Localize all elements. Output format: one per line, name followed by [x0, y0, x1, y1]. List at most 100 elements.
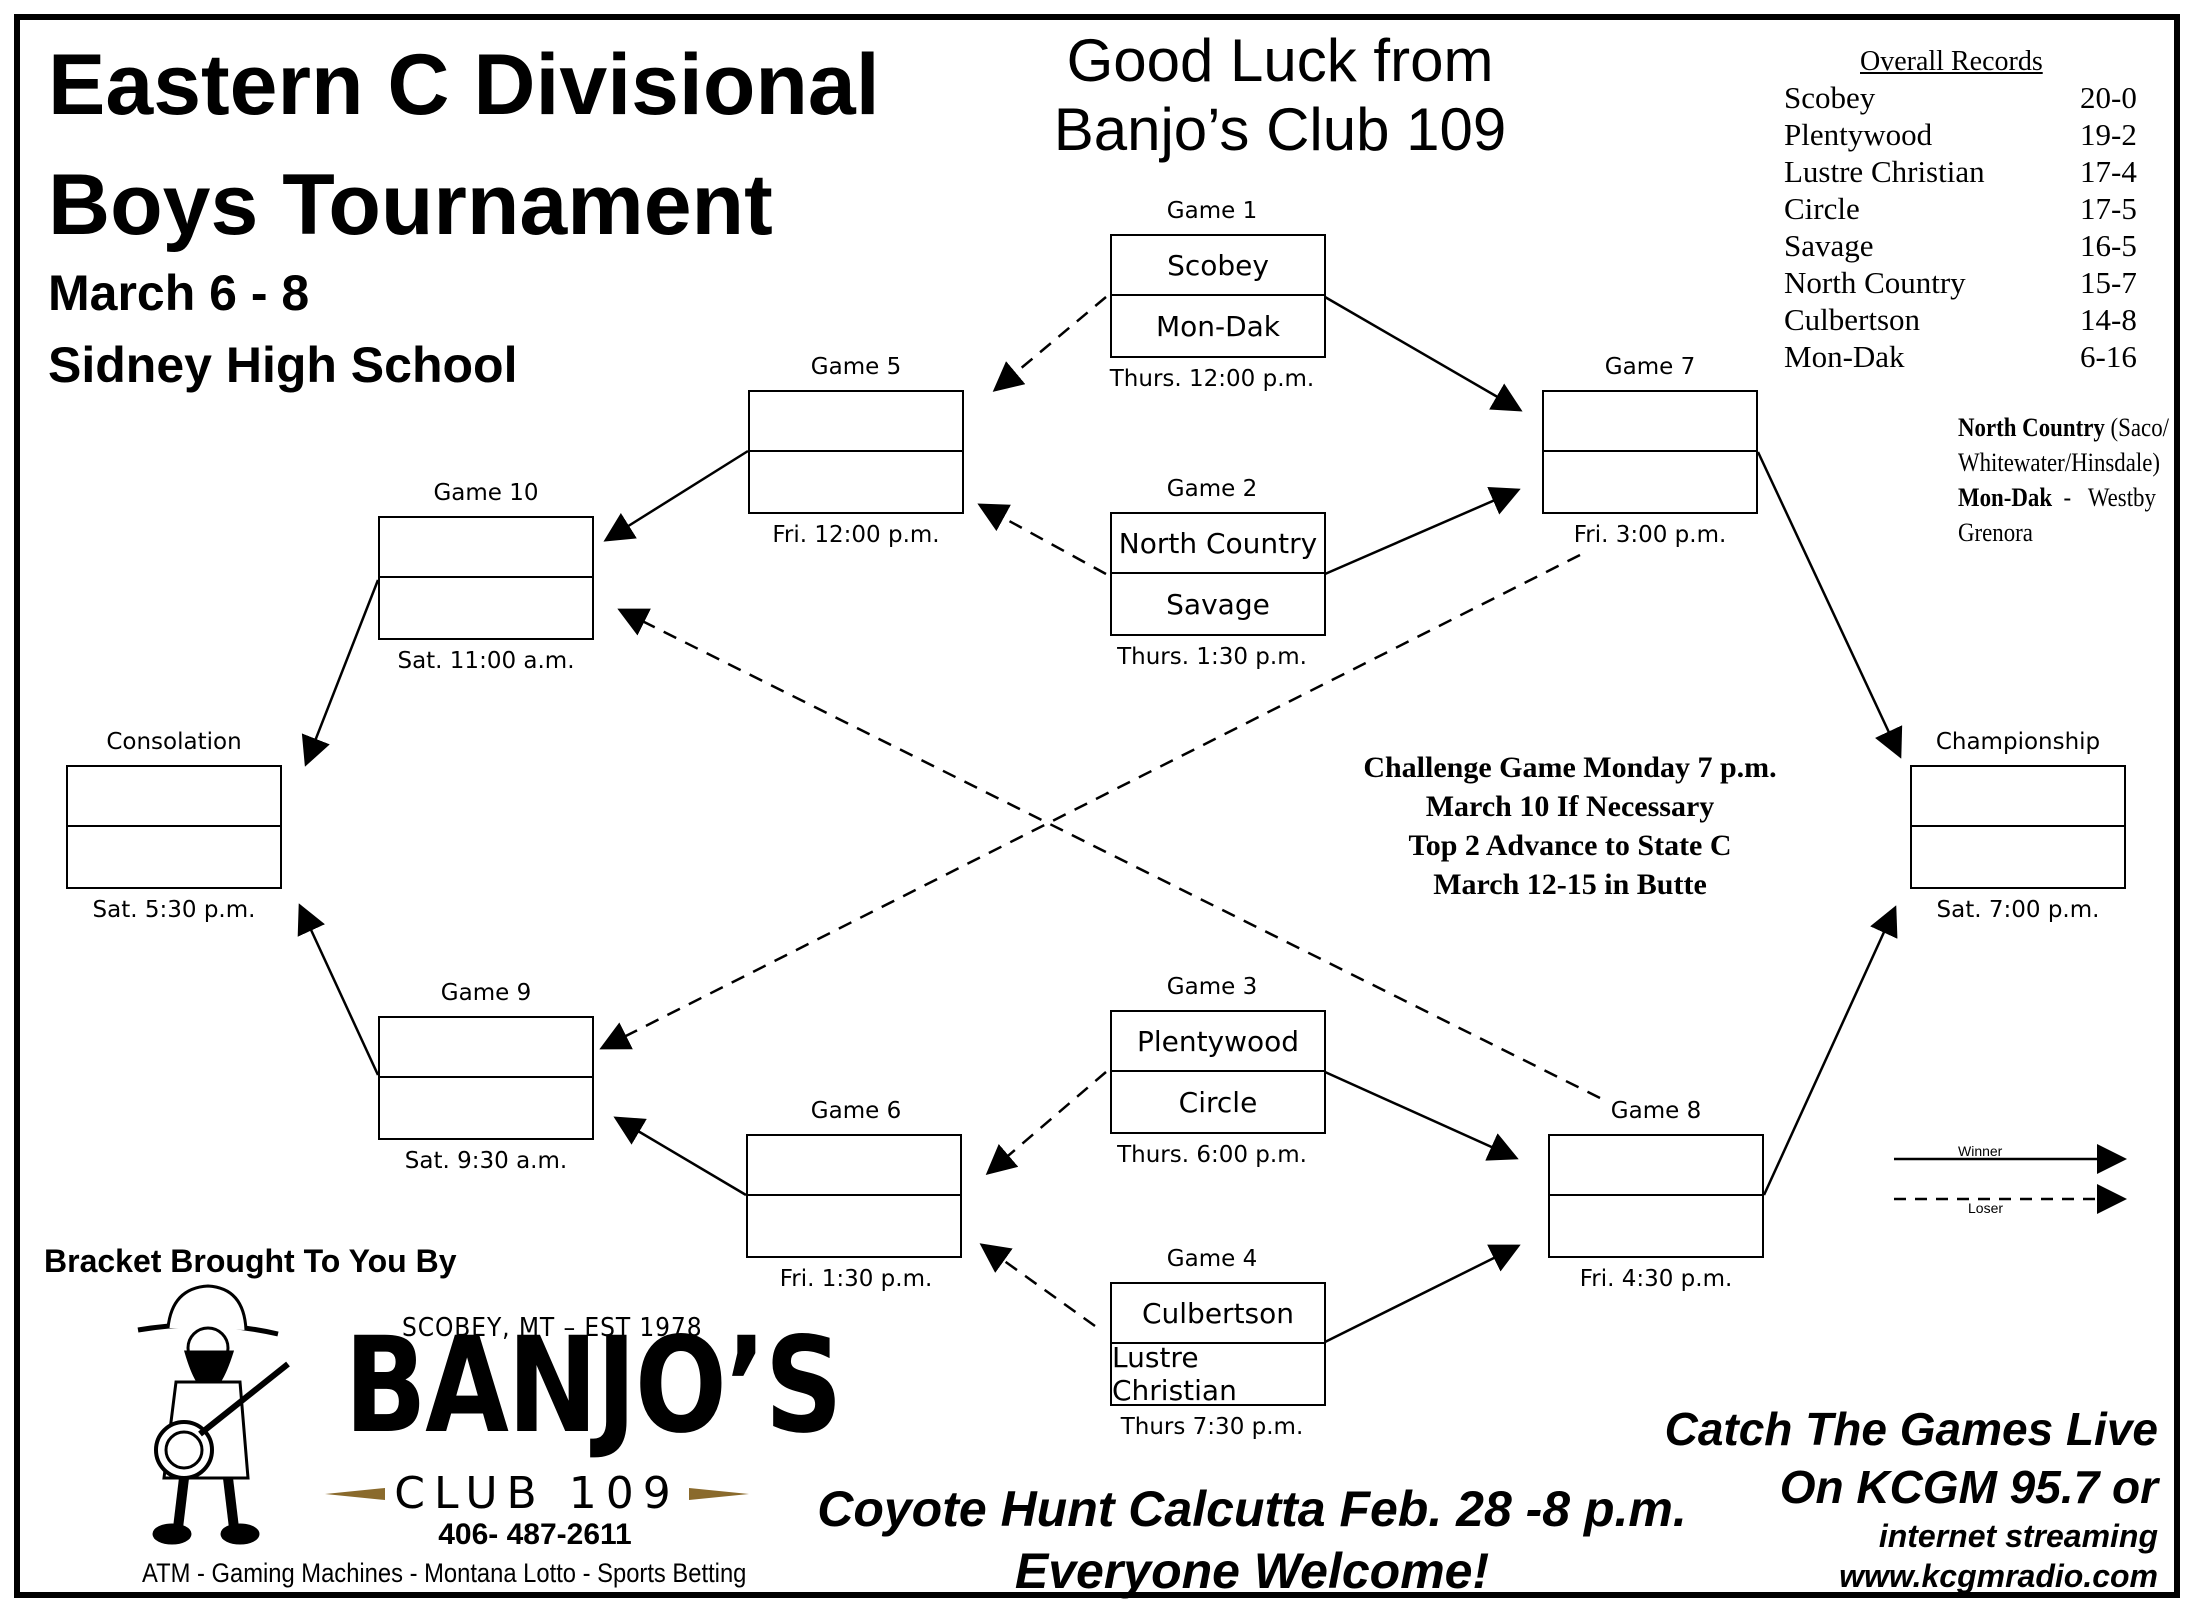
game-box-consolation — [66, 765, 282, 889]
game-label-g6: Game 6 — [706, 1098, 1006, 1124]
record-team: Mon-Dak — [1784, 339, 1905, 375]
game-time-g2: Thurs. 1:30 p.m. — [1062, 644, 1362, 670]
challenge-line-1: Challenge Game Monday 7 p.m. — [1300, 748, 1840, 787]
game-box-g8 — [1548, 1134, 1764, 1258]
legend-loser-label: Loser — [1968, 1200, 2003, 1216]
line-g2-winner — [1325, 490, 1518, 574]
record-value: 14-8 — [2080, 302, 2137, 338]
sponsor-phone: 406- 487-2611 — [300, 1518, 770, 1552]
challenge-line-4: March 12-15 in Butte — [1300, 865, 1840, 904]
record-team: Circle — [1784, 191, 1860, 227]
game-label-g7: Game 7 — [1500, 354, 1800, 380]
game-box-g9 — [378, 1016, 594, 1140]
note-mon-dak: Mon-Dak — [1958, 483, 2052, 512]
game-label-g2: Game 2 — [1062, 476, 1362, 502]
good-luck-header: Good Luck from Banjo’s Club 109 — [1010, 26, 1550, 164]
good-luck-line-1: Good Luck from — [1010, 26, 1550, 95]
game-label-g3: Game 3 — [1062, 974, 1362, 1000]
sponsor-club-logo: CLUB 109 — [390, 1468, 684, 1519]
game-time-g3: Thurs. 6:00 p.m. — [1062, 1142, 1362, 1168]
record-value: 20-0 — [2080, 80, 2137, 116]
game-time-g7: Fri. 3:00 p.m. — [1500, 522, 1800, 548]
team-slot-bottom — [1544, 452, 1756, 512]
team-slot-top: Scobey — [1112, 236, 1324, 296]
game-label-championship: Championship — [1868, 729, 2168, 755]
game-box-g7 — [1542, 390, 1758, 514]
game-time-g10: Sat. 11:00 a.m. — [336, 648, 636, 674]
record-value: 17-4 — [2080, 154, 2137, 190]
team-slot-top: North Country — [1112, 514, 1324, 574]
sponsor-services: ATM - Gaming Machines - Montana Lotto - … — [142, 1558, 746, 1589]
game-label-g9: Game 9 — [336, 980, 636, 1006]
team-slot-bottom — [380, 1078, 592, 1138]
title-line-1: Eastern C Divisional — [48, 42, 880, 128]
team-slot-bottom — [748, 1196, 960, 1256]
team-slot-top: Plentywood — [1112, 1012, 1324, 1072]
sponsor-brand-logo: BANJO’S — [344, 1320, 729, 1452]
record-team: Lustre Christian — [1784, 154, 1985, 190]
team-slot-top — [1912, 767, 2124, 827]
banjo-player-icon — [128, 1278, 298, 1550]
note-line3-rest: - Westby — [2052, 483, 2156, 512]
game-label-g5: Game 5 — [706, 354, 1006, 380]
game-box-g6 — [746, 1134, 962, 1258]
title-line-2: Boys Tournament — [48, 162, 773, 248]
record-value: 17-5 — [2080, 191, 2137, 227]
team-slot-top — [1544, 392, 1756, 452]
team-slot-top — [1550, 1136, 1762, 1196]
line-g1-winner — [1325, 297, 1520, 410]
challenge-line-2: March 10 If Necessary — [1300, 787, 1840, 826]
game-box-g5 — [748, 390, 964, 514]
record-value: 15-7 — [2080, 265, 2137, 301]
record-team: Culbertson — [1784, 302, 1920, 338]
team-slot-bottom — [750, 452, 962, 512]
game-time-g6: Fri. 1:30 p.m. — [706, 1266, 1006, 1292]
game-time-g9: Sat. 9:30 a.m. — [336, 1148, 636, 1174]
team-slot-top — [68, 767, 280, 827]
good-luck-line-2: Banjo’s Club 109 — [1010, 95, 1550, 164]
team-slot-bottom — [380, 578, 592, 638]
note-line-2: Whitewater/Hinsdale) — [1958, 445, 2169, 480]
game-time-championship: Sat. 7:00 p.m. — [1868, 897, 2168, 923]
challenge-line-3: Top 2 Advance to State C — [1300, 826, 1840, 865]
record-team: Plentywood — [1784, 117, 1932, 153]
game-label-consolation: Consolation — [24, 729, 324, 755]
team-slot-bottom — [1550, 1196, 1762, 1256]
co-op-notes: North Country (Saco/ Whitewater/Hinsdale… — [1958, 410, 2169, 550]
game-label-g1: Game 1 — [1062, 198, 1362, 224]
record-team: North Country — [1784, 265, 1966, 301]
tournament-venue: Sidney High School — [48, 340, 517, 390]
radio-line-2: On KCGM 95.7 or — [1665, 1458, 2158, 1516]
team-slot-top: Culbertson — [1112, 1284, 1324, 1344]
note-line1-rest: (Saco/ — [2105, 413, 2169, 442]
record-value: 19-2 — [2080, 117, 2137, 153]
game-time-g1: Thurs. 12:00 p.m. — [1062, 366, 1362, 392]
challenge-info: Challenge Game Monday 7 p.m. March 10 If… — [1300, 748, 1840, 904]
game-time-g5: Fri. 12:00 p.m. — [706, 522, 1006, 548]
radio-link[interactable]: www.kcgmradio.com — [1665, 1556, 2158, 1596]
records-heading: Overall Records — [1860, 46, 2043, 78]
game-time-consolation: Sat. 5:30 p.m. — [24, 897, 324, 923]
tournament-dates: March 6 - 8 — [48, 268, 309, 318]
game-box-championship — [1910, 765, 2126, 889]
game-time-g4: Thurs 7:30 p.m. — [1062, 1414, 1362, 1440]
note-north-country: North Country — [1958, 413, 2105, 442]
calcutta-info: Coyote Hunt Calcutta Feb. 28 -8 p.m. Eve… — [812, 1478, 1692, 1602]
team-slot-bottom: Lustre Christian — [1112, 1344, 1324, 1404]
calcutta-line-2: Everyone Welcome! — [812, 1540, 1692, 1602]
line-g8-winner — [1764, 908, 1895, 1195]
line-g7-winner — [1758, 452, 1900, 756]
note-line-4: Grenora — [1958, 515, 2169, 550]
radio-line-3: internet streaming — [1665, 1516, 2158, 1556]
record-team: Scobey — [1784, 80, 1875, 116]
team-slot-bottom: Circle — [1112, 1072, 1324, 1132]
radio-line-1: Catch The Games Live — [1665, 1400, 2158, 1458]
game-label-g8: Game 8 — [1506, 1098, 1806, 1124]
game-time-g8: Fri. 4:30 p.m. — [1506, 1266, 1806, 1292]
sponsor-heading: Bracket Brought To You By — [44, 1243, 456, 1280]
team-slot-top — [380, 518, 592, 578]
